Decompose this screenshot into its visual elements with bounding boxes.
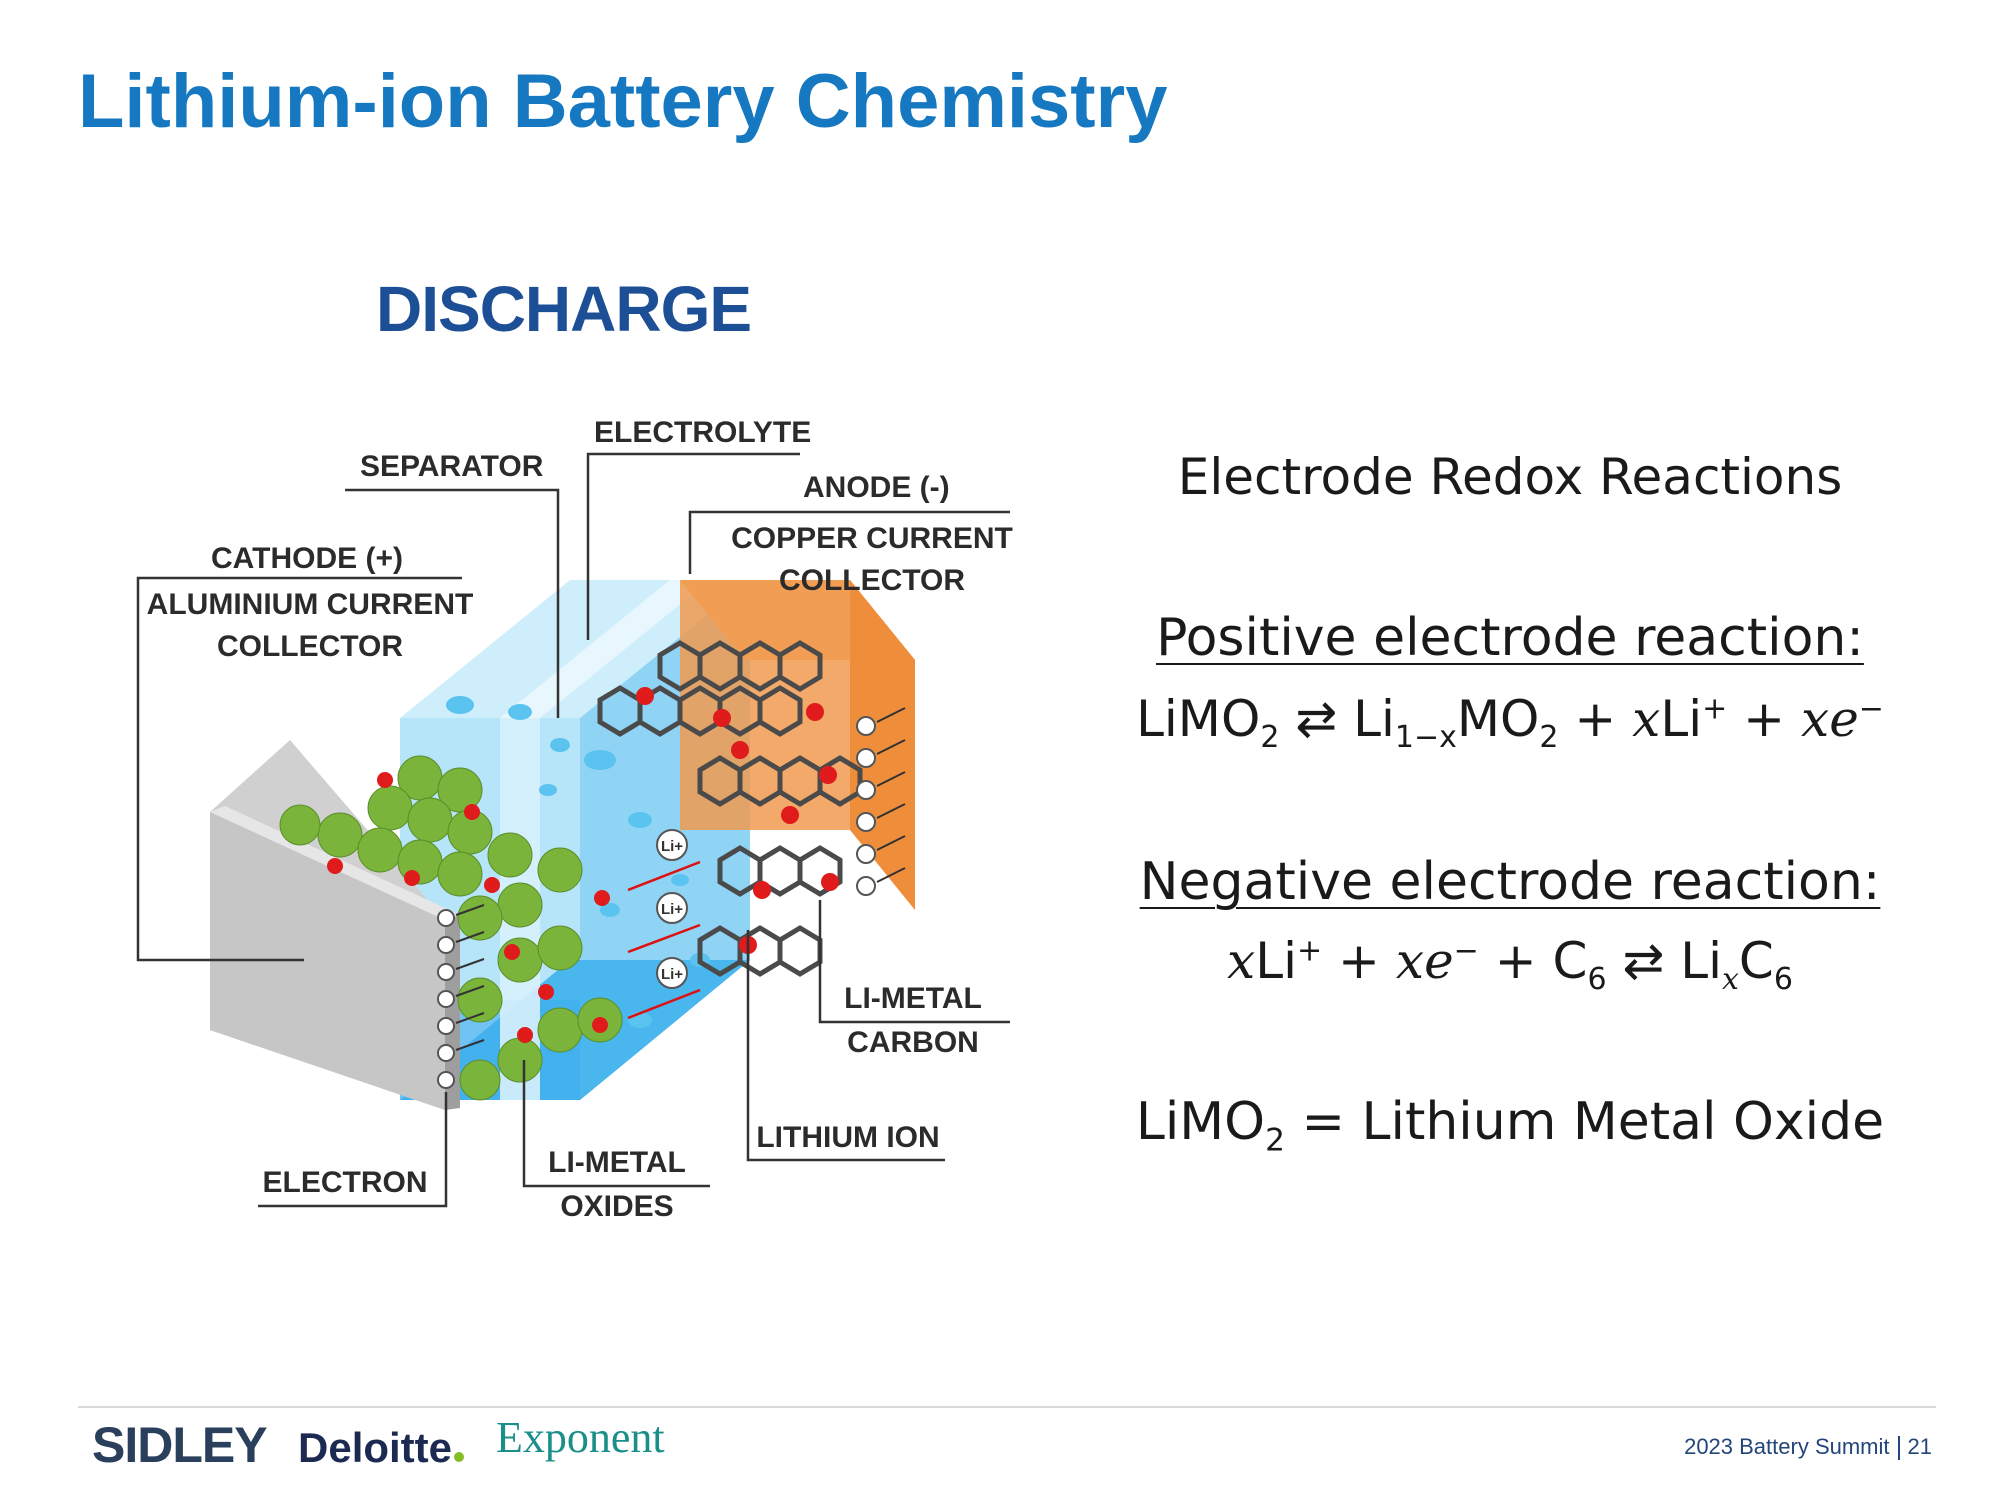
anode-electrons — [856, 707, 906, 896]
label-lithium-ion: LITHIUM ION — [756, 1121, 939, 1154]
positive-reaction-equation: LiMO2 ⇄ Li1−xMO2 + xLi+ + xe− — [1136, 690, 1884, 755]
label-aluminium-line1: ALUMINIUM CURRENT — [147, 588, 474, 621]
reactions-heading: Electrode Redox Reactions — [1177, 448, 1843, 506]
anode-lithium-ions — [636, 687, 839, 954]
label-electrolyte: ELECTROLYTE — [594, 416, 811, 449]
cathode-electrons — [437, 904, 485, 1089]
limo2-definition: LiMO2 = Lithium Metal Oxide — [1135, 1092, 1885, 1159]
leader-lines — [136, 452, 1010, 1208]
lithium-ion-label-2: Li+ — [661, 901, 683, 918]
label-aluminium-line2: COLLECTOR — [217, 630, 403, 663]
lithium-ion-label-1: Li+ — [661, 838, 683, 855]
cathode-lithium-ions — [327, 772, 610, 1043]
footer-separator — [1897, 1436, 1900, 1461]
positive-reaction-heading: Positive electrode reaction: — [1156, 608, 1864, 668]
label-li-metal-carbon-line2: CARBON — [847, 1026, 979, 1059]
exponent-logo: Exponent — [496, 1413, 665, 1462]
electrolyte-lithium-ions: Li+ Li+ Li+ — [627, 829, 701, 1020]
diagram-heading: DISCHARGE — [376, 273, 752, 345]
lithium-ion-label-3: Li+ — [661, 966, 683, 983]
cathode-particles — [279, 755, 623, 1101]
electrolyte-bubbles — [446, 696, 710, 1028]
footer-event: 2023 Battery Summit 21 — [1684, 1434, 1932, 1461]
label-cathode: CATHODE (+) — [211, 542, 403, 575]
label-anode: ANODE (-) — [803, 471, 950, 504]
deloitte-logo: Deloitte — [298, 1424, 465, 1472]
label-separator: SEPARATOR — [360, 450, 544, 483]
label-li-metal-oxides-line1: LI-METAL — [548, 1146, 686, 1179]
event-name: 2023 Battery Summit — [1684, 1434, 1890, 1459]
deloitte-dot-icon — [454, 1452, 465, 1462]
label-electron: ELECTRON — [263, 1166, 428, 1199]
label-li-metal-oxides-line2: OXIDES — [560, 1190, 673, 1223]
label-li-metal-carbon-line1: LI-METAL — [844, 982, 982, 1015]
negative-reaction-equation: xLi+ + xe− + C6 ⇄ LixC6 — [1227, 932, 1793, 997]
label-copper-line2: COLLECTOR — [779, 564, 965, 597]
negative-reaction-heading: Negative electrode reaction: — [1139, 852, 1881, 912]
footer-divider — [78, 1406, 1936, 1408]
sidley-logo: SIDLEY — [92, 1417, 268, 1473]
slide-title: Lithium-ion Battery Chemistry — [78, 59, 1168, 144]
page-number: 21 — [1907, 1434, 1932, 1459]
label-copper-line1: COPPER CURRENT — [731, 522, 1013, 555]
